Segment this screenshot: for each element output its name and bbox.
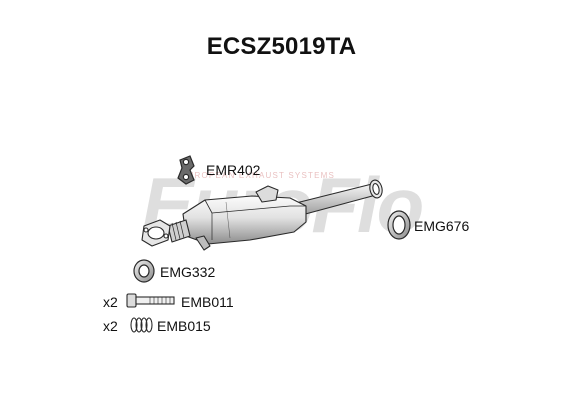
sensor-boss [195,235,211,251]
watermark-tagline: EUROPEAN EXHAUST SYSTEMS [181,171,335,180]
part-label-emg332: EMG332 [160,264,216,280]
quantity-label-emb011: x2 [103,294,118,310]
part-label-emb015: EMB015 [157,318,211,334]
gasket-ring-icon [387,210,411,240]
quantity-label-emb015: x2 [103,318,118,334]
heat-shield [255,185,279,203]
spring-icon [130,317,153,333]
gasket-ring-icon [133,259,155,283]
rubber-hanger-icon [177,155,195,185]
part-number-title: ECSZ5019TA [206,33,357,60]
part-label-emr402: EMR402 [206,162,261,178]
part-label-emb011: EMB011 [181,294,234,310]
part-label-emg676: EMG676 [414,218,470,234]
catalytic-converter-assembly [141,179,383,251]
bolt-icon [126,293,175,308]
